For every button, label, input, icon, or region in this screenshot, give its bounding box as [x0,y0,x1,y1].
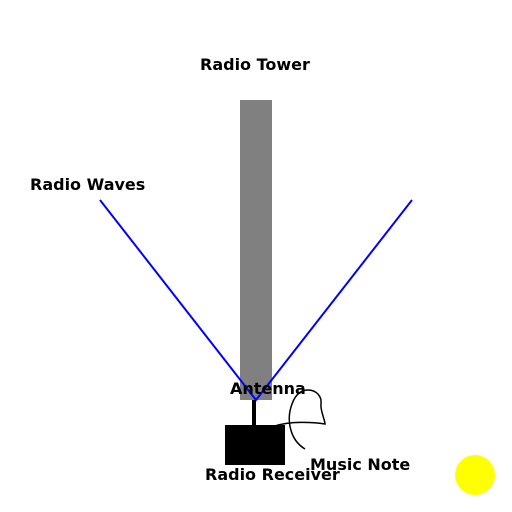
radio-receiver-label: Radio Receiver [205,465,340,484]
radio-tower-label: Radio Tower [200,55,310,74]
radio-tower [240,100,272,400]
radio-waves-label: Radio Waves [30,175,145,194]
music-note-label: Music Note [310,455,410,474]
radio-receiver [225,425,285,465]
music-note-icon [274,389,326,450]
sun-icon [455,455,495,495]
antenna-label: Antenna [230,379,306,398]
